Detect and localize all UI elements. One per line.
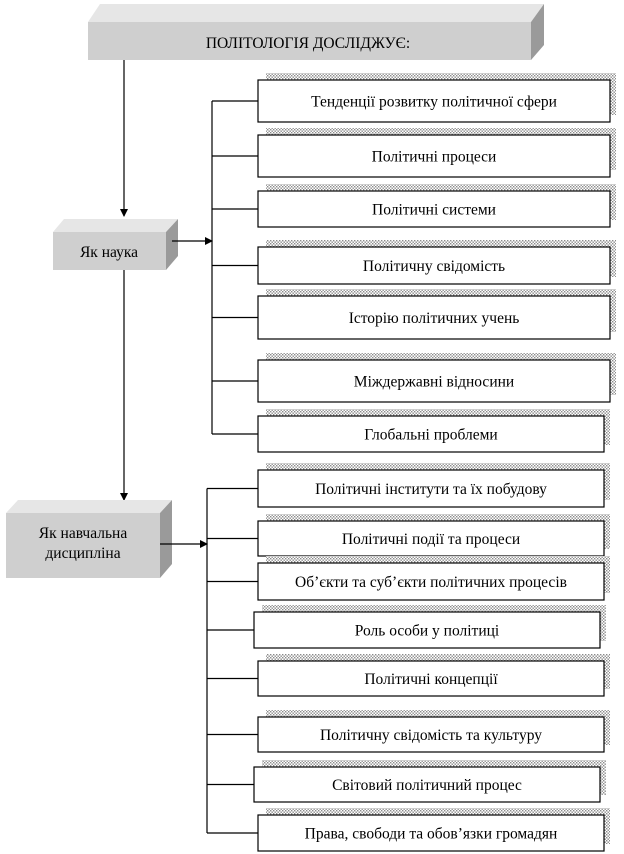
science-box-side	[166, 219, 178, 270]
science-label: Як наука	[80, 244, 138, 261]
science-item-shadow	[266, 73, 616, 115]
discipline-item-shadow	[266, 808, 610, 844]
science-item-label: Міждержавні відносини	[354, 374, 514, 391]
science-item-box	[257, 134, 611, 178]
discipline-item-label: Об’єкти та суб’єкти політичних процесів	[295, 574, 567, 591]
science-item-shadow	[266, 184, 616, 220]
discipline-item-shadow	[266, 556, 610, 593]
discipline-item-4: Роль особи у політиці	[207, 605, 606, 649]
discipline-item-box	[257, 660, 605, 697]
science-item-label: Тенденції розвитку політичної сфери	[311, 94, 557, 111]
science-item-2: Політичні процеси	[212, 128, 616, 178]
discipline-item-label: Роль особи у політиці	[355, 623, 500, 640]
science-item-box	[257, 359, 611, 403]
science-item-label: Політичну свідомість	[363, 258, 505, 275]
science-box-face	[53, 232, 166, 270]
discipline-box: Як навчальна дисципліна	[6, 500, 172, 578]
discipline-item-label: Політичні концепції	[364, 671, 498, 688]
science-item-box	[257, 415, 605, 453]
science-item-shadow	[266, 353, 616, 395]
science-item-5: Історію політичних учень	[212, 289, 616, 340]
title-box-face	[88, 22, 531, 60]
science-item-label: Глобальні проблеми	[364, 427, 497, 444]
title-box-side	[531, 4, 544, 60]
discipline-label-line-2: дисципліна	[45, 545, 120, 562]
science-items-group: Тенденції розвитку політичної сфериПоліт…	[211, 73, 616, 453]
title-box: ПОЛІТОЛОГІЯ ДОСЛІДЖУЄ:	[88, 4, 544, 60]
discipline-item-label: Політичну свідомість та культуру	[320, 727, 542, 744]
science-item-label: Історію політичних учень	[349, 310, 520, 327]
discipline-item-7: Світовий політичний процес	[207, 760, 606, 803]
science-item-box	[257, 79, 611, 123]
discipline-item-6: Політичну свідомість та культуру	[207, 710, 610, 753]
science-box-top	[53, 219, 178, 232]
discipline-item-box	[257, 469, 605, 508]
discipline-items-group: Політичні інститути та їх побудовуПоліти…	[206, 463, 610, 852]
discipline-box-face	[6, 513, 160, 578]
science-box: Як наука	[53, 219, 178, 270]
discipline-item-box	[253, 766, 601, 803]
discipline-label-line-1: Як навчальна	[39, 525, 128, 542]
discipline-item-shadow	[266, 463, 610, 500]
discipline-item-label: Політичні інститути та їх побудову	[315, 481, 547, 498]
science-item-7: Глобальні проблеми	[212, 409, 610, 453]
discipline-item-1: Політичні інститути та їх побудову	[207, 463, 610, 508]
discipline-item-8: Права, свободи та обов’язки громадян	[207, 808, 610, 852]
science-item-shadow	[266, 240, 616, 277]
discipline-item-box	[257, 814, 605, 852]
title-text: ПОЛІТОЛОГІЯ ДОСЛІДЖУЄ:	[206, 35, 410, 52]
discipline-item-box	[253, 611, 601, 649]
discipline-item-label: Політичні події та процеси	[342, 531, 520, 548]
science-item-shadow	[266, 289, 616, 332]
science-item-box	[257, 246, 611, 285]
science-item-box	[257, 295, 611, 340]
science-item-3: Політичні системи	[212, 184, 616, 228]
discipline-item-2: Політичні події та процеси	[207, 514, 610, 557]
science-item-box	[257, 190, 611, 228]
science-item-shadow	[266, 128, 616, 170]
discipline-box-top	[6, 500, 172, 513]
discipline-box-side	[160, 500, 172, 578]
science-item-label: Політичні процеси	[372, 149, 497, 166]
science-item-label: Політичні системи	[372, 202, 496, 219]
discipline-item-5: Політичні концепції	[207, 654, 610, 697]
discipline-item-box	[257, 562, 605, 601]
title-box-top	[88, 4, 544, 22]
science-item-1: Тенденції розвитку політичної сфери	[212, 73, 616, 123]
discipline-item-label: Світовий політичний процес	[332, 777, 522, 794]
discipline-item-label: Права, свободи та обов’язки громадян	[305, 826, 558, 843]
discipline-item-shadow	[262, 605, 606, 641]
science-item-shadow	[266, 409, 610, 445]
discipline-item-box	[257, 716, 605, 753]
discipline-item-3: Об’єкти та суб’єкти політичних процесів	[207, 556, 610, 601]
science-item-6: Міждержавні відносини	[212, 353, 616, 403]
science-item-4: Політичну свідомість	[212, 240, 616, 285]
